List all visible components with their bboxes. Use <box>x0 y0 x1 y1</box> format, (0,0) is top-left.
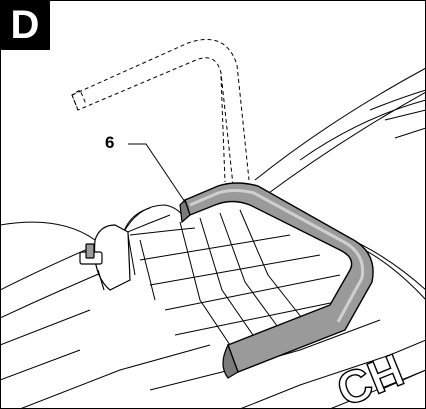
callout-leader-line <box>128 143 188 206</box>
callout-number-label: 6 <box>105 133 115 152</box>
latch-detail <box>79 224 131 291</box>
panel-letter-badge: D <box>0 0 50 50</box>
handle-raised-position-outline <box>71 39 250 186</box>
grip-ridges <box>119 204 346 346</box>
handle-solid <box>179 182 374 379</box>
